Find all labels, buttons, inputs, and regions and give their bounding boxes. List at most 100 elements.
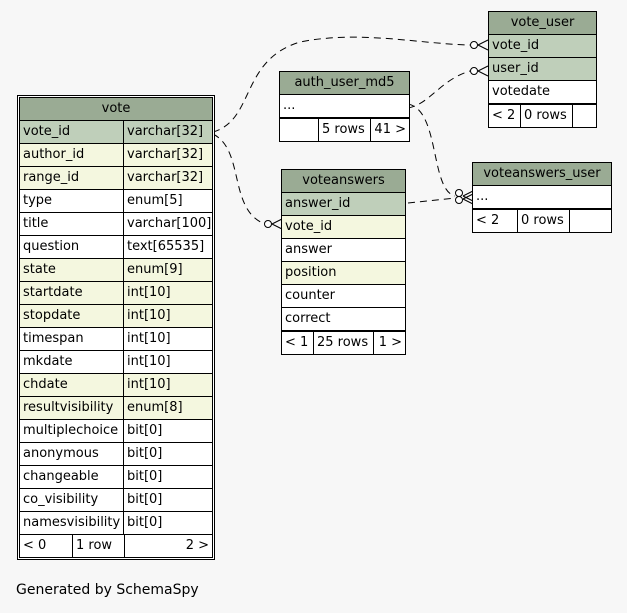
column-row: anonymous bit[0] (20, 443, 212, 466)
table-auth_user_md5[interactable]: auth_user_md5 ... 5 rows 41 > (279, 71, 410, 142)
column-row: changeable bit[0] (20, 466, 212, 489)
column-type: varchar[32] (123, 167, 212, 189)
link-auth-vote_user (407, 70, 471, 109)
column-name: vote_id (23, 124, 71, 139)
column-type: varchar[32] (123, 144, 212, 166)
column-name: timespan (23, 331, 84, 346)
column-type: varchar[100] (123, 213, 212, 235)
column-row: chdate int[10] (20, 374, 212, 397)
table-voteanswers-footer: < 1 25 rows 1 > (282, 331, 405, 354)
column-row: multiplechoice bit[0] (20, 420, 212, 443)
parents-count: < 0 (23, 538, 47, 553)
column-row: vote_id (489, 35, 596, 58)
column-type: int[10] (123, 374, 212, 396)
column-type: text[65535] (123, 236, 212, 258)
column-name: multiplechoice (23, 423, 119, 438)
table-vote-footer: < 0 1 row 2 > (20, 535, 212, 557)
column-name: state (23, 262, 56, 277)
column-name: user_id (492, 61, 539, 76)
column-name: answer (285, 242, 332, 257)
column-row: user_id (489, 58, 596, 81)
column-type: enum[8] (123, 397, 212, 419)
column-name: ... (283, 98, 296, 113)
column-name: title (23, 216, 49, 231)
table-auth_user_md5-title: auth_user_md5 (280, 72, 409, 95)
column-type: int[10] (123, 282, 212, 304)
children-count: 41 > (370, 119, 409, 141)
column-row: vote_id (282, 216, 405, 239)
column-row: type enum[5] (20, 190, 212, 213)
column-type: int[10] (123, 351, 212, 373)
generated-by-caption: Generated by SchemaSpy (16, 582, 199, 598)
table-vote-columns: vote_id varchar[32] author_id varchar[32] ra… (20, 121, 212, 535)
column-name: type (23, 193, 53, 208)
column-row: startdate int[10] (20, 282, 212, 305)
column-name: range_id (23, 170, 80, 185)
table-vote[interactable]: vote vote_id varchar[32] author_id varchar[… (17, 95, 215, 560)
parents-count: < 2 (492, 108, 516, 123)
table-auth_user_md5-footer: 5 rows 41 > (280, 118, 409, 141)
row-count: 5 rows (318, 119, 370, 141)
column-row: resultvisibility enum[8] (20, 397, 212, 420)
column-name: chdate (23, 377, 68, 392)
table-voteanswers_user[interactable]: voteanswers_user ... < 2 0 rows (472, 162, 612, 233)
column-name: counter (285, 288, 336, 303)
column-name: vote_id (492, 38, 540, 53)
column-name: namesvisibility (23, 515, 121, 530)
column-row: mkdate int[10] (20, 351, 212, 374)
column-type: bit[0] (123, 489, 212, 511)
column-row: correct (282, 308, 405, 331)
column-row: author_id varchar[32] (20, 144, 212, 167)
row-count: 0 rows (517, 210, 569, 232)
column-row: timespan int[10] (20, 328, 212, 351)
row-count: 25 rows (313, 332, 373, 354)
table-voteanswers-title: voteanswers (282, 170, 405, 193)
column-name: changeable (23, 469, 99, 484)
link-vote-voteanswers (212, 133, 266, 225)
table-vote_user[interactable]: vote_user vote_id user_id votedate < 2 0… (488, 11, 597, 128)
row-count: 0 rows (520, 105, 572, 127)
column-name: resultvisibility (23, 400, 114, 415)
column-row: ... (280, 95, 409, 118)
column-row: title varchar[100] (20, 213, 212, 236)
column-type: bit[0] (123, 443, 212, 465)
table-voteanswers_user-footer: < 2 0 rows (473, 209, 611, 232)
column-row: vote_id varchar[32] (20, 121, 212, 144)
column-type: bit[0] (123, 466, 212, 488)
column-name: question (23, 239, 80, 254)
column-type: int[10] (123, 305, 212, 327)
column-type: bit[0] (123, 420, 212, 442)
row-count: 1 row (72, 535, 124, 557)
table-voteanswers[interactable]: voteanswers answer_id vote_id answer pos… (281, 169, 406, 355)
column-name: author_id (23, 147, 85, 162)
column-type: varchar[32] (123, 121, 212, 143)
column-row: position (282, 262, 405, 285)
table-vote_user-footer: < 2 0 rows (489, 104, 596, 127)
column-name: mkdate (23, 354, 73, 369)
children-count: 2 > (124, 535, 212, 557)
column-type: enum[5] (123, 190, 212, 212)
column-type: bit[0] (123, 512, 212, 534)
parents-count: < 1 (285, 335, 309, 350)
column-name: ... (476, 189, 489, 204)
parents-count: < 2 (476, 213, 500, 228)
column-name: startdate (23, 285, 83, 300)
column-row: answer_id (282, 193, 405, 216)
table-vote-title: vote (20, 98, 212, 121)
column-name: position (285, 265, 337, 280)
link-voteanswers-voteanswers_user (407, 197, 456, 204)
column-row: ... (473, 186, 611, 209)
column-name: vote_id (285, 219, 333, 234)
column-name: answer_id (285, 196, 351, 211)
children-count (572, 105, 596, 127)
column-name: anonymous (23, 446, 99, 461)
column-row: question text[65535] (20, 236, 212, 259)
column-name: correct (285, 311, 331, 326)
column-type: int[10] (123, 328, 212, 350)
children-count (569, 210, 611, 232)
table-voteanswers_user-title: voteanswers_user (473, 163, 611, 186)
